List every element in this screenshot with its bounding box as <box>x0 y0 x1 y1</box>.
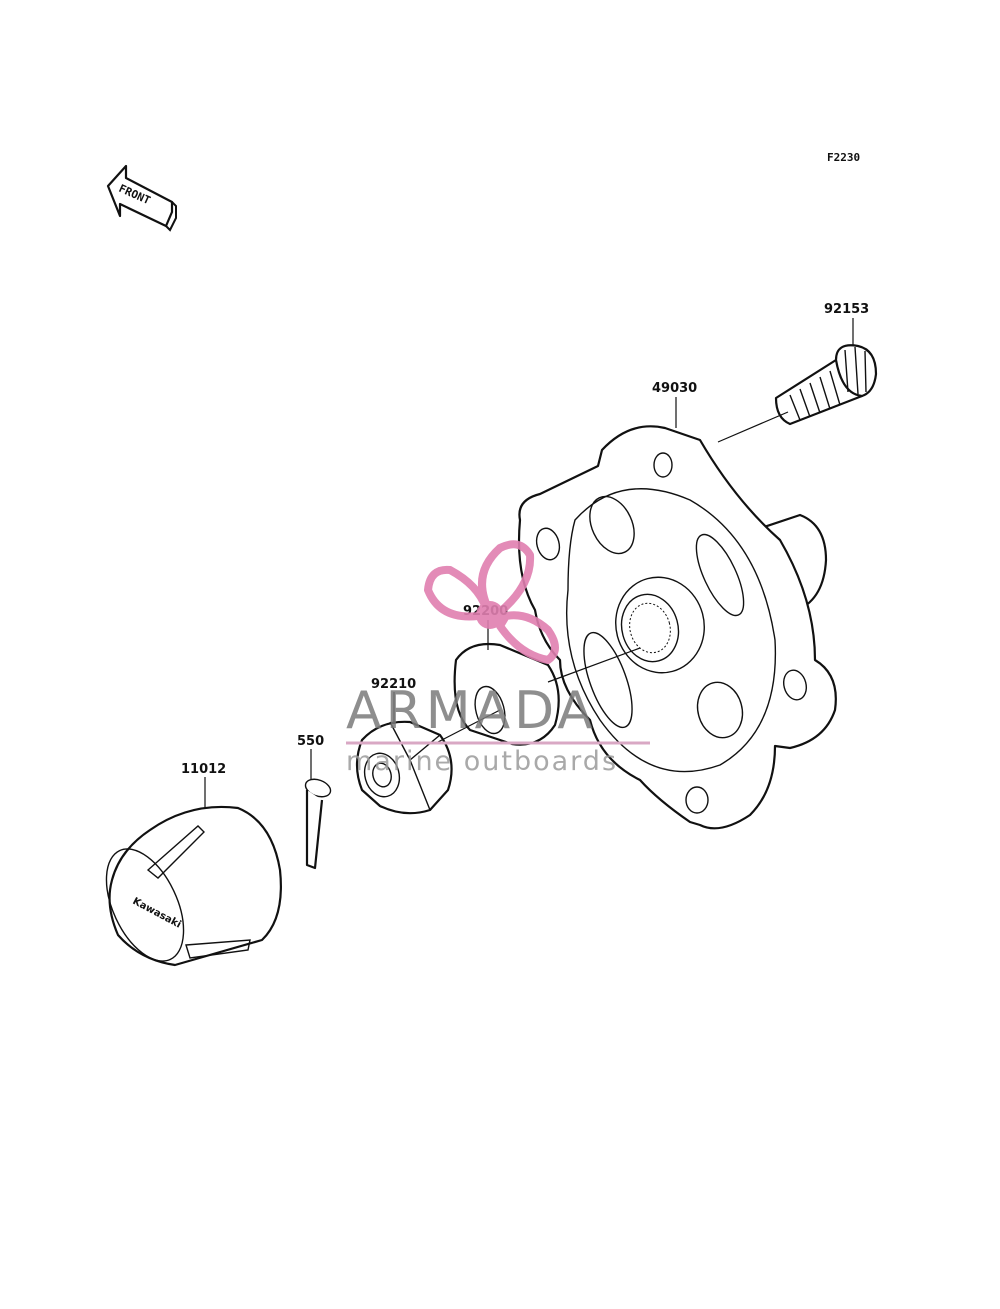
watermark-tagline: marine outboards <box>346 746 618 777</box>
stud-bolt-part <box>774 344 878 426</box>
part-label-92210: 92210 <box>371 677 416 692</box>
leader-lines <box>204 318 854 808</box>
part-label-49030: 49030 <box>652 381 697 396</box>
diagram-code: F2230 <box>827 151 860 164</box>
part-label-11012: 11012 <box>181 762 226 777</box>
part-label-550: 550 <box>297 734 324 749</box>
part-label-92153: 92153 <box>824 302 869 317</box>
cap-part: Kawasaki <box>105 805 282 967</box>
nut-part <box>355 720 453 815</box>
watermark-brand: ARMADA <box>346 681 597 741</box>
front-arrow-icon: FRONT <box>106 164 177 232</box>
watermark: ARMADA marine outboards <box>346 540 650 777</box>
hub-part <box>517 425 837 830</box>
propeller-logo-icon <box>424 540 559 664</box>
cotter-pin-part <box>304 778 332 870</box>
